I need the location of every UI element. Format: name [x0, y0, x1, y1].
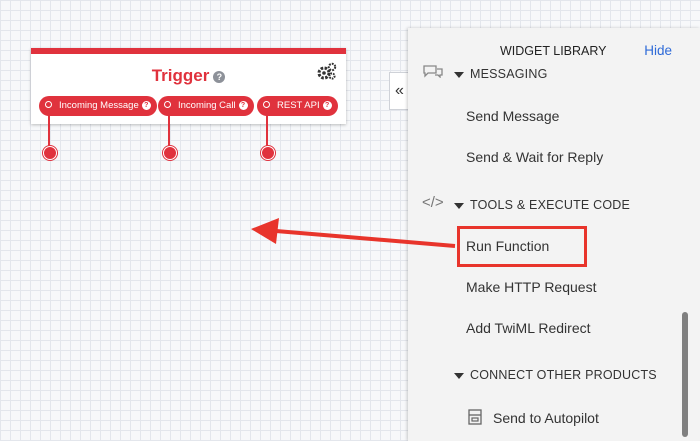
connector-node-rest-api[interactable]	[261, 146, 275, 160]
pill-label: REST API	[277, 100, 320, 111]
pill-label: Incoming Call	[178, 100, 236, 111]
highlight-box	[457, 226, 587, 267]
help-icon[interactable]: ?	[213, 70, 226, 83]
section-messaging[interactable]: MESSAGING	[454, 67, 548, 81]
connector-line	[48, 115, 50, 150]
section-label: TOOLS & EXECUTE CODE	[470, 198, 631, 212]
widget-library-panel: WIDGET LIBRARY Hide MESSAGING Send Messa…	[408, 28, 700, 441]
connector-node-incoming-call[interactable]	[163, 146, 177, 160]
section-label: CONNECT OTHER PRODUCTS	[470, 368, 657, 382]
port-ring-icon	[164, 101, 171, 108]
pill-label: Incoming Message	[59, 100, 139, 111]
trigger-widget[interactable]: Trigger? Incoming Message? Incoming Call…	[31, 48, 346, 124]
panel-scrollbar[interactable]	[682, 312, 688, 437]
trigger-title: Trigger	[151, 66, 210, 85]
triangle-down-icon	[454, 202, 464, 209]
pill-incoming-message[interactable]: Incoming Message?	[39, 96, 157, 116]
port-ring-icon	[45, 101, 52, 108]
widget-run-function[interactable]: Run Function	[466, 238, 550, 254]
section-label: MESSAGING	[470, 67, 548, 81]
triangle-down-icon	[454, 71, 464, 78]
autopilot-icon	[468, 409, 482, 428]
port-ring-icon	[263, 101, 270, 108]
pill-rest-api[interactable]: REST API?	[257, 96, 338, 116]
help-icon[interactable]: ?	[322, 100, 332, 110]
connector-line	[266, 115, 268, 150]
widget-add-twiml-redirect[interactable]: Add TwiML Redirect	[466, 320, 591, 336]
panel-title: WIDGET LIBRARY	[500, 44, 607, 58]
chat-bubble-icon	[422, 64, 444, 82]
gear-icon-svg	[317, 62, 337, 80]
widget-send-wait-reply[interactable]: Send & Wait for Reply	[466, 149, 604, 165]
pill-incoming-call[interactable]: Incoming Call?	[158, 96, 254, 116]
triangle-down-icon	[454, 372, 464, 379]
help-icon[interactable]: ?	[238, 100, 248, 110]
collapse-panel-button[interactable]: «	[389, 72, 409, 110]
chevron-left-icon: «	[395, 82, 404, 99]
help-icon[interactable]: ?	[141, 100, 151, 110]
section-tools-execute-code[interactable]: TOOLS & EXECUTE CODE	[454, 198, 630, 212]
connector-line	[168, 115, 170, 150]
trigger-title-row: Trigger?	[31, 66, 346, 86]
gear-icon[interactable]	[316, 62, 338, 82]
connector-node-incoming-message[interactable]	[43, 146, 57, 160]
widget-send-to-autopilot[interactable]: Send to Autopilot	[493, 410, 599, 426]
widget-make-http-request[interactable]: Make HTTP Request	[466, 279, 597, 295]
panel-header: WIDGET LIBRARY Hide	[408, 28, 700, 72]
code-icon: </>	[422, 194, 444, 211]
hide-panel-link[interactable]: Hide	[644, 43, 672, 58]
widget-send-message[interactable]: Send Message	[466, 108, 560, 124]
section-connect-other-products[interactable]: CONNECT OTHER PRODUCTS	[454, 368, 657, 382]
